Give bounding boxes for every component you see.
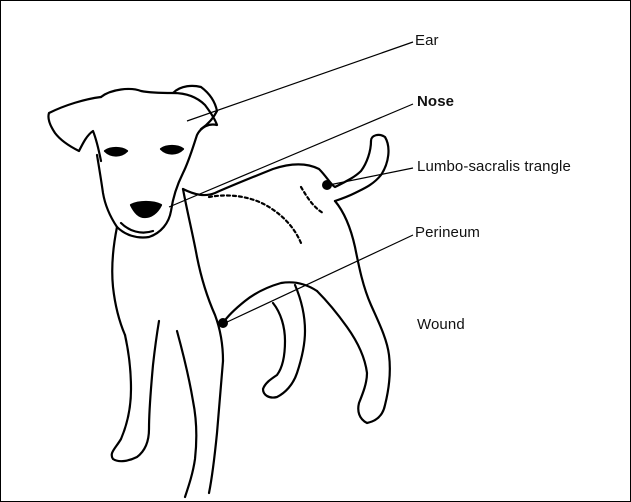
dog-tail: [335, 135, 388, 201]
dog-fur-detail-2: [301, 187, 323, 213]
perineum-marker-dot: [218, 318, 228, 328]
perineum-leader-line: [225, 235, 413, 323]
lumbo-sacralis-label: Lumbo-sacralis trangle: [417, 159, 571, 174]
lumbo-leader-line: [329, 168, 413, 185]
dog-chest: [183, 189, 223, 361]
dog-hind-leg-rear: [317, 201, 390, 423]
dog-left-eye: [105, 148, 127, 156]
dog-muzzle: [131, 202, 161, 217]
perineum-label: Perineum: [415, 225, 480, 240]
wound-label: Wound: [417, 317, 465, 332]
dog-back: [183, 141, 371, 195]
nose-label: Nose: [417, 94, 454, 109]
nose-leader-line: [169, 104, 413, 207]
dog-front-leg-right: [177, 331, 196, 497]
dog-mouth: [121, 223, 153, 233]
dog-front-chest: [112, 227, 125, 335]
dog-left-ear: [48, 97, 101, 161]
dog-fur-detail: [209, 195, 301, 243]
dog-front-leg-left: [112, 321, 159, 461]
ear-leader-line: [187, 42, 413, 121]
dog-head-outline: [97, 89, 217, 238]
ear-label: Ear: [415, 33, 439, 48]
dog-front-leg-right-back: [209, 361, 223, 493]
dog-right-eye: [161, 146, 183, 154]
